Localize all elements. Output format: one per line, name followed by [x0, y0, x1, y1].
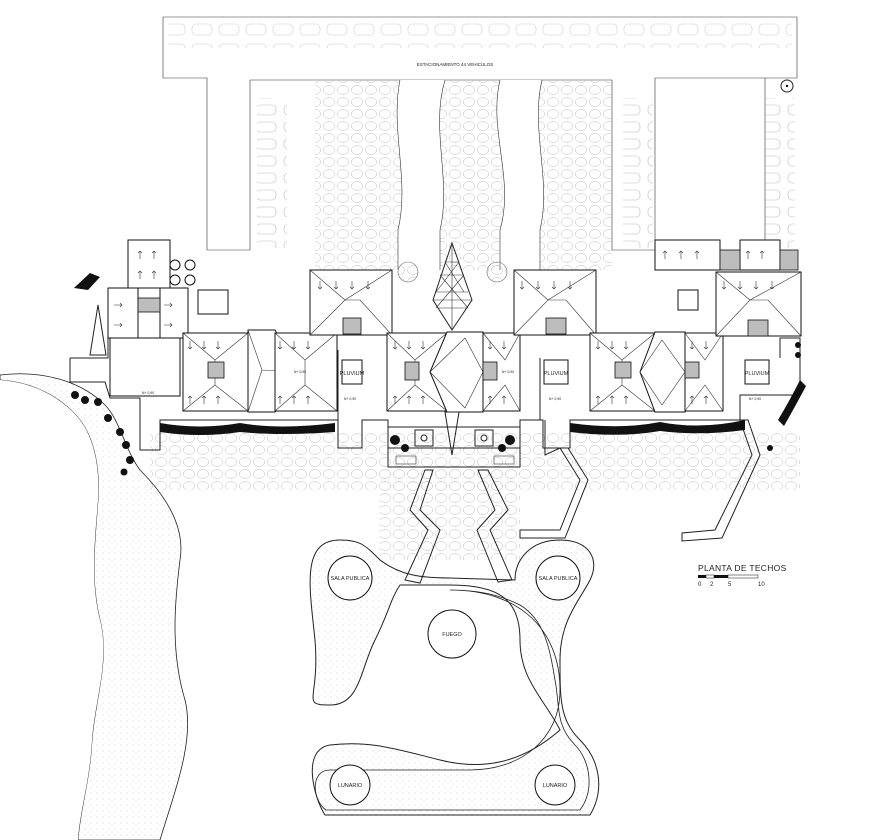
lattice-tower: [432, 241, 473, 456]
roof-slope-arrow: [501, 341, 507, 350]
roof-slope-arrow: [551, 281, 557, 290]
roof-wing-north-a: [309, 269, 393, 336]
roof-wing-west: [107, 239, 363, 413]
level-mark: N+ 0,90: [294, 370, 306, 374]
roof-slope-arrow: [277, 341, 283, 350]
scale-bar: [698, 574, 759, 579]
drawing-title: PLANTA DE TECHOS: [698, 563, 787, 573]
pluvium-label-left: PLUVIUM: [340, 371, 365, 377]
roof-slope-arrow: [333, 281, 339, 290]
roof-slope-arrow: [420, 341, 426, 350]
roof-slope-arrow: [609, 341, 615, 350]
roof-slope-arrow: [703, 341, 709, 350]
level-mark: N+ 0,90: [502, 370, 514, 374]
scale-tick-2: 2: [710, 582, 714, 588]
roof-slope-arrow: [164, 322, 173, 328]
roof-slope-arrow: [753, 281, 759, 290]
roof-slope-arrow: [215, 395, 221, 404]
scale-tick-5: 5: [728, 582, 732, 588]
roof-slope-arrow: [487, 341, 493, 350]
roof-slope-arrow: [420, 395, 426, 404]
lower-paving: [150, 432, 800, 560]
roof-slope-arrow: [164, 302, 173, 308]
room-label-fuego: FUEGO: [442, 632, 462, 638]
roof-slope-arrow: [114, 302, 123, 308]
roof-slope-arrow: [201, 341, 207, 350]
roof-slope-arrow: [305, 341, 311, 350]
roof-slope-arrow: [137, 250, 143, 259]
plaza: [309, 539, 600, 816]
roof-slope-arrow: [662, 250, 668, 259]
roof-slope-arrow: [595, 341, 601, 350]
roof-slope-arrow: [187, 341, 193, 350]
roof-slope-arrow: [365, 281, 371, 290]
pluvium-label-right: PLUVIUM: [745, 371, 770, 377]
roof-slope-arrow: [759, 250, 765, 259]
roof-slope-arrow: [201, 395, 207, 404]
ramp: [89, 304, 107, 356]
roof-slope-arrow: [519, 281, 525, 290]
room-label-sala-publica-right: SALA PUBLICA: [539, 576, 578, 582]
scale-tick-0: 0: [698, 582, 702, 588]
roof-slope-arrow: [291, 341, 297, 350]
pluvium-label-center: PLUVIUM: [544, 371, 569, 377]
roof-slope-arrow: [114, 322, 123, 328]
roof-slope-arrow: [769, 281, 775, 290]
roof-wing-north-b: [513, 269, 597, 336]
roof-slope-arrow: [689, 341, 695, 350]
roof-slope-arrow: [737, 281, 743, 290]
roof-slope-arrow: [745, 250, 751, 259]
roof-slope-arrow: [151, 250, 157, 259]
roof-slope-arrow: [487, 395, 493, 404]
parking-label: ESTACIONAMIENTO 44 VEHICULOS: [417, 62, 494, 67]
roof-slope-arrow: [678, 250, 684, 259]
parking-area: [162, 16, 798, 251]
roof-slope-arrow: [137, 270, 143, 279]
level-mark: N+ 0,90: [142, 391, 154, 395]
roof-slope-arrow: [215, 341, 221, 350]
roof-slope-arrow: [317, 281, 323, 290]
roof-slope-arrow: [623, 341, 629, 350]
roof-wing-east-b: [654, 239, 802, 337]
river-bank: [0, 373, 189, 840]
roof-wing-east-a: [543, 331, 770, 413]
roof-slope-arrow: [567, 281, 573, 290]
roof-slope-arrow: [623, 395, 629, 404]
entrance-pavilion: [387, 426, 521, 468]
roof-slope-arrow: [151, 270, 157, 279]
roof-slope-arrow: [535, 281, 541, 290]
tree-cluster: [169, 259, 196, 286]
roof-wing-center: [386, 331, 521, 413]
level-mark: N+ 0,90: [749, 397, 761, 401]
vegetation: [71, 273, 806, 476]
roof-slope-arrow: [595, 395, 601, 404]
roof-slope-arrow: [501, 395, 507, 404]
roof-slope-arrow: [703, 395, 709, 404]
roof-slope-arrow: [694, 250, 700, 259]
roof-slope-arrow: [305, 395, 311, 404]
north-arrow: [780, 79, 794, 93]
roof-slope-arrow: [187, 395, 193, 404]
roof-slope-arrow: [406, 395, 412, 404]
roof-slope-arrow: [721, 281, 727, 290]
central-paving: [315, 79, 612, 283]
roof-slope-arrow: [349, 281, 355, 290]
roof-slope-arrow: [609, 395, 615, 404]
roof-slope-arrow: [406, 341, 412, 350]
level-mark: N+ 0,90: [344, 397, 356, 401]
roof-slope-arrow: [689, 395, 695, 404]
roof-slope-arrow: [277, 395, 283, 404]
level-mark: N+ 0,90: [549, 397, 561, 401]
roof-slope-arrow: [291, 395, 297, 404]
roof-slope-arrow: [392, 395, 398, 404]
scale-tick-10: 10: [758, 582, 765, 588]
roof-slope-arrow: [392, 341, 398, 350]
room-label-lunario-right: LUNARIO: [543, 783, 568, 789]
room-label-lunario-left: LUNARIO: [338, 783, 363, 789]
room-label-sala-publica-left: SALA PUBLICA: [331, 576, 370, 582]
